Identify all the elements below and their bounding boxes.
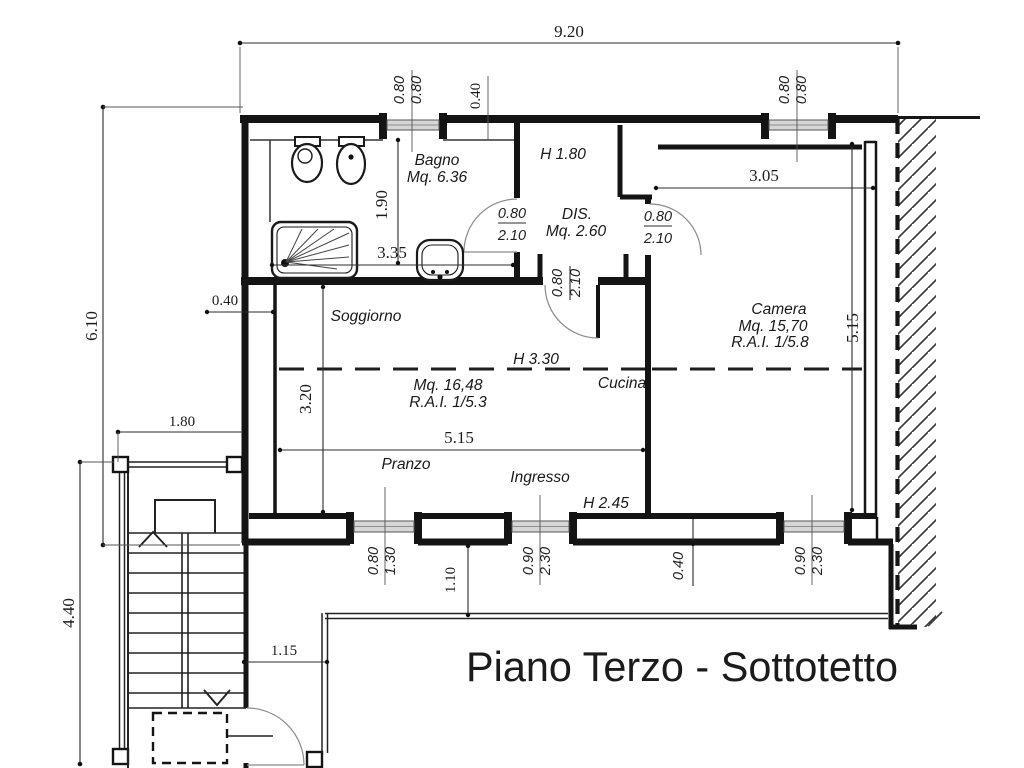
dim-living-depth: 3.20 [296, 384, 315, 414]
window-label-ingresso-w: 0.90 [521, 547, 537, 575]
doors-layer [246, 198, 702, 766]
dim-terrace-depth: 1.10 [443, 567, 459, 593]
door-label-camera-w: 0.80 [644, 209, 672, 225]
door-label-soggiorno-w: 0.80 [550, 269, 566, 297]
window-label-ingresso-h: 2.30 [538, 547, 554, 576]
dim-balcony-width: 1.80 [169, 414, 195, 430]
sink [415, 238, 465, 282]
bidet [335, 136, 367, 186]
room-label-ingresso: Ingresso [510, 469, 570, 486]
window-label-camera-n-w: 0.80 [777, 76, 793, 104]
dim-bagno-width: 3.35 [377, 243, 407, 262]
dim-left-height: 6.10 [82, 311, 101, 341]
dim-camera-depth: 5.15 [843, 313, 862, 343]
bagno-fixtures [270, 136, 465, 282]
room-label-bagno: Bagno [415, 152, 460, 169]
windows-layer [353, 119, 845, 533]
window-label-pranzo-w: 0.80 [366, 547, 382, 575]
walls-layer [240, 113, 898, 768]
door-arc-bagno [463, 198, 518, 253]
plan-title: Piano Terzo - Sottotetto [466, 643, 898, 690]
labels-layer: 9.20 6.10 4.40 1.80 0.40 1.15 1.10 3.35 … [59, 22, 898, 690]
room-label-dis: DIS. [562, 206, 592, 223]
staircase [127, 473, 273, 768]
room-label-camera: Camera [751, 301, 807, 318]
window-jambs [346, 113, 852, 544]
area-label-camera: Mq. 15,70 [739, 318, 808, 335]
dim-wall-bottom: 0.40 [671, 552, 687, 580]
rai-label-soggiorno: R.A.I. 1/5.3 [409, 394, 487, 411]
dim-camera-width: 3.05 [749, 166, 779, 185]
window-label-camera-s-w: 0.90 [793, 547, 809, 575]
window-label-bagno-h: 0.80 [409, 76, 425, 104]
window-label-pranzo-h: 1.30 [383, 547, 399, 575]
area-label-soggiorno: Mq. 16,48 [414, 377, 483, 394]
room-label-cucina: Cucina [598, 375, 647, 392]
door-arc-soggiorno [544, 284, 599, 339]
dim-wall-west: 0.40 [212, 293, 238, 309]
dim-passage: 1.15 [271, 643, 297, 659]
party-wall-hatch [862, 116, 980, 630]
door-arc-camera [649, 203, 702, 256]
room-label-soggiorno: Soggiorno [331, 308, 402, 325]
rai-label-camera: R.A.I. 1/5.8 [731, 334, 809, 351]
dashed-landing-box [151, 711, 229, 765]
dim-stair-height: 4.40 [59, 598, 78, 628]
area-label-bagno: Mq. 6.36 [407, 169, 468, 186]
door-label-bagno-w: 0.80 [498, 206, 526, 222]
stairs-down-arrow [203, 689, 231, 707]
window-label-camera-s-h: 2.30 [810, 547, 826, 576]
dim-total-width: 9.20 [554, 22, 584, 41]
balcony-railing [111, 455, 888, 768]
window-label-camera-n-h: 0.80 [794, 76, 810, 104]
area-label-dis: Mq. 2.60 [546, 223, 607, 240]
window-label-bagno-w: 0.80 [392, 76, 408, 104]
dim-living-width: 5.15 [444, 428, 474, 447]
dim-bagno-depth: 1.90 [372, 190, 391, 220]
shower [270, 220, 359, 280]
door-label-camera-h: 2.10 [643, 231, 672, 247]
door-label-bagno-h: 2.10 [497, 228, 526, 244]
height-label-living: H 3.30 [513, 351, 559, 368]
dimensions-layer [77, 40, 901, 767]
room-label-pranzo: Pranzo [381, 456, 430, 473]
height-label-ingresso: H 2.45 [583, 495, 629, 512]
door-arc-entrance [246, 707, 305, 766]
toilet [290, 136, 324, 184]
height-label-dis: H 1.80 [540, 146, 586, 163]
stairs-up-arrow [138, 530, 168, 548]
dim-wall-top: 0.40 [468, 83, 484, 109]
stair-treads [128, 532, 246, 709]
door-label-soggiorno-h: 2.10 [568, 269, 584, 298]
